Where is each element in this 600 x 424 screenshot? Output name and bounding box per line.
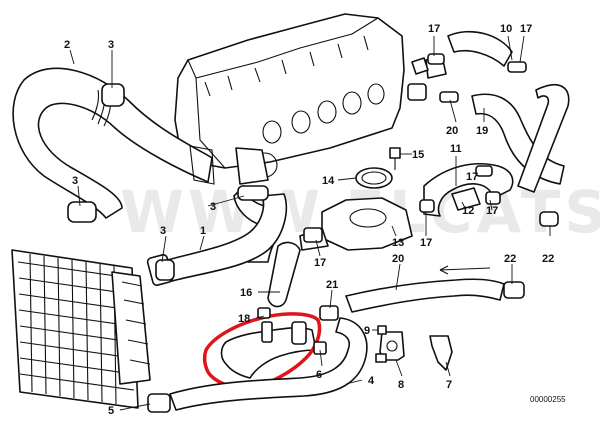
callout-17: 17 (428, 23, 440, 35)
engine-block (174, 13, 405, 178)
callout-18: 18 (238, 313, 250, 325)
highlighted-hose (202, 312, 322, 391)
callout-3: 3 (210, 201, 216, 213)
callout-17: 17 (466, 171, 478, 183)
callout-21: 21 (326, 279, 338, 291)
callout-15: 15 (412, 149, 424, 161)
callout-1: 1 (200, 225, 206, 237)
callout-12: 12 (462, 205, 474, 217)
callout-3: 3 (160, 225, 166, 237)
callout-13: 13 (392, 237, 404, 249)
hose-16 (267, 241, 301, 308)
clip-9 (377, 325, 387, 335)
hose-clamps (67, 53, 559, 355)
callout-9: 9 (364, 325, 370, 337)
bracket-8 (375, 331, 405, 363)
callout-19: 19 (476, 125, 488, 137)
callout-7: 7 (446, 379, 452, 391)
heater-hoses (407, 30, 570, 217)
bypass-hose (345, 265, 505, 313)
callout-22: 22 (542, 253, 554, 265)
callout-5: 5 (108, 405, 114, 417)
callout-16: 16 (240, 287, 252, 299)
callout-8: 8 (398, 379, 404, 391)
callout-labels: 2 3 3 3 3 1 17 10 17 20 19 15 14 11 12 1… (64, 23, 554, 417)
leader-lines (69, 35, 551, 411)
callout-3: 3 (72, 175, 78, 187)
drawing-code: 00000255 (530, 395, 566, 404)
callout-17: 17 (314, 257, 326, 269)
callout-6: 6 (316, 369, 322, 381)
callout-4: 4 (368, 375, 375, 387)
callout-11: 11 (450, 143, 462, 155)
callout-17: 17 (520, 23, 532, 35)
callout-3: 3 (108, 39, 114, 51)
callout-22: 22 (504, 253, 516, 265)
callout-17: 17 (486, 205, 498, 217)
callout-20: 20 (392, 253, 404, 265)
bolt-15 (389, 147, 401, 170)
callout-17: 17 (420, 237, 432, 249)
clip-7 (429, 335, 453, 371)
radiator (11, 249, 151, 409)
callout-10: 10 (500, 23, 512, 35)
lower-hose (147, 317, 368, 413)
callout-14: 14 (322, 175, 335, 187)
thermostat-ring (355, 167, 393, 189)
callout-20: 20 (446, 125, 458, 137)
callout-2: 2 (64, 39, 70, 51)
